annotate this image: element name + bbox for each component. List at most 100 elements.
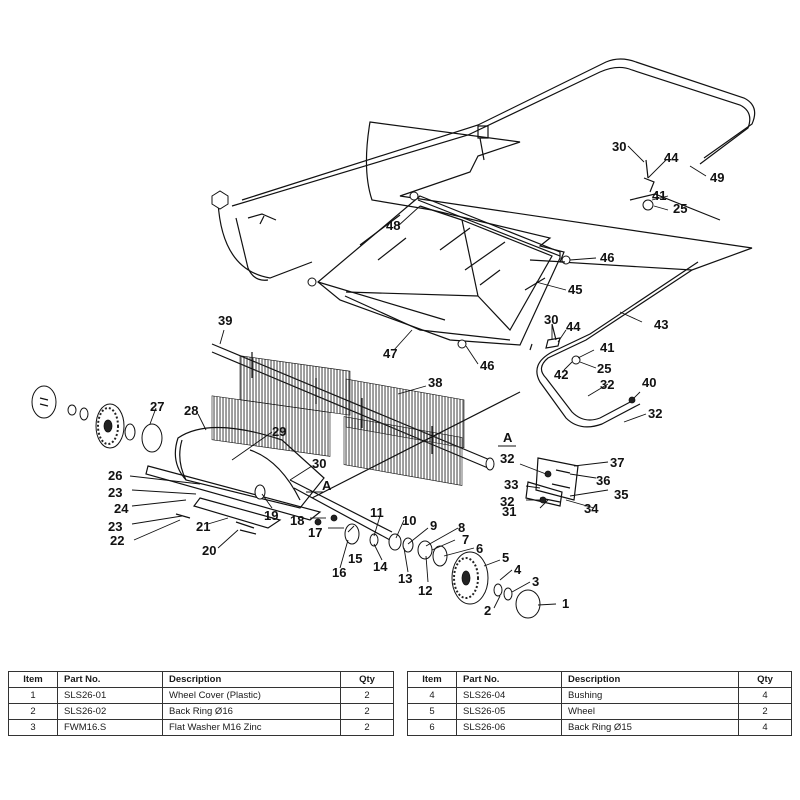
item-number: 6 (407, 719, 457, 736)
section-mark-a-left: A (322, 478, 332, 493)
callout-30: 30 (544, 312, 558, 327)
callout-20: 20 (202, 543, 216, 558)
height-bracket (525, 457, 579, 507)
callout-25: 25 (673, 201, 687, 216)
wheel-left (95, 403, 125, 449)
callout-24: 24 (114, 501, 129, 516)
exploded-parts-diagram: A A 123456789101112131415161718192021222… (31, 58, 756, 619)
header-part-no: Part No. (57, 671, 163, 688)
table-row: 4 SLS26-04 Bushing 4 (407, 687, 792, 704)
callout-35: 35 (614, 487, 628, 502)
callout-41: 41 (600, 340, 614, 355)
callout-32: 32 (500, 451, 514, 466)
callout-48: 48 (386, 218, 400, 233)
table-row: 2 SLS26-02 Back Ring Ø16 2 (8, 703, 394, 720)
callout-32: 32 (500, 494, 514, 509)
callout-44: 44 (664, 150, 679, 165)
item-number: 1 (8, 687, 58, 704)
callout-28: 28 (184, 403, 198, 418)
header-item: Item (8, 671, 58, 688)
item-number: 5 (407, 703, 457, 720)
item-number: 2 (8, 703, 58, 720)
callout-13: 13 (398, 571, 412, 586)
part-number: SLS26-05 (456, 703, 562, 720)
wheel-cover-right (515, 589, 541, 619)
callout-36: 36 (596, 473, 610, 488)
part-description: Wheel (561, 703, 739, 720)
callout-27: 27 (150, 399, 164, 414)
callout-22: 22 (110, 533, 124, 548)
callout-15: 15 (348, 551, 362, 566)
callout-5: 5 (502, 550, 509, 565)
callout-49: 49 (710, 170, 724, 185)
callout-46: 46 (600, 250, 614, 265)
item-number: 3 (8, 719, 58, 736)
callout-10: 10 (402, 513, 416, 528)
parts-table-right: Item Part No. Description Qty 4 SLS26-04… (407, 671, 792, 736)
callout-44: 44 (566, 319, 581, 334)
callout-42: 42 (554, 367, 568, 382)
parts-table-header: Item Part No. Description Qty (407, 671, 792, 688)
part-number: SLS26-06 (456, 719, 562, 736)
callout-2: 2 (484, 603, 491, 618)
callout-23: 23 (108, 485, 122, 500)
callout-30: 30 (312, 456, 326, 471)
section-mark-a-right: A (503, 430, 513, 445)
header-item: Item (407, 671, 457, 688)
wheel-right (451, 551, 489, 605)
part-number: SLS26-04 (456, 687, 562, 704)
callout-47: 47 (383, 346, 397, 361)
part-number: FWM16.S (57, 719, 163, 736)
callout-6: 6 (476, 541, 483, 556)
callout-29: 29 (272, 424, 286, 439)
callout-46: 46 (480, 358, 494, 373)
part-qty: 2 (340, 687, 394, 704)
part-description: Flat Washer M16 Zinc (162, 719, 341, 736)
callout-30: 30 (612, 139, 626, 154)
callout-34: 34 (584, 501, 599, 516)
callout-41: 41 (652, 188, 666, 203)
table-row: 6 SLS26-06 Back Ring Ø15 4 (407, 719, 792, 736)
callout-40: 40 (642, 375, 656, 390)
part-number: SLS26-01 (57, 687, 163, 704)
callout-45: 45 (568, 282, 582, 297)
brush-bristles (211, 355, 465, 486)
part-qty: 2 (340, 703, 394, 720)
table-row: 1 SLS26-01 Wheel Cover (Plastic) 2 (8, 687, 394, 704)
item-number: 4 (407, 687, 457, 704)
callout-12: 12 (418, 583, 432, 598)
brush-cover (174, 426, 325, 509)
part-qty: 2 (340, 719, 394, 736)
callout-32: 32 (600, 377, 614, 392)
callout-14: 14 (373, 559, 388, 574)
callout-32: 32 (648, 406, 662, 421)
header-part-no: Part No. (456, 671, 562, 688)
wheel-cover-left (31, 385, 57, 419)
part-qty: 4 (738, 719, 792, 736)
callout-43: 43 (654, 317, 668, 332)
frame-tube-right (540, 269, 693, 421)
callout-25: 25 (597, 361, 611, 376)
callout-37: 37 (610, 455, 624, 470)
callout-26: 26 (108, 468, 122, 483)
part-description: Back Ring Ø16 (162, 703, 341, 720)
callout-labels: 1234567891011121314151617181920212223232… (108, 139, 724, 618)
callout-8: 8 (458, 520, 465, 535)
callout-16: 16 (332, 565, 346, 580)
callout-7: 7 (462, 532, 469, 547)
callout-33: 33 (504, 477, 518, 492)
callout-3: 3 (532, 574, 539, 589)
parts-table-header: Item Part No. Description Qty (8, 671, 394, 688)
part-description: Wheel Cover (Plastic) (162, 687, 341, 704)
handle-knob-left (211, 190, 229, 210)
chassis-plate (365, 121, 753, 271)
callout-31: 31 (502, 504, 516, 519)
callout-21: 21 (196, 519, 210, 534)
callout-4: 4 (514, 562, 522, 577)
callout-17: 17 (308, 525, 322, 540)
header-description: Description (561, 671, 739, 688)
callout-19: 19 (264, 508, 278, 523)
table-row: 5 SLS26-05 Wheel 2 (407, 703, 792, 720)
callout-39: 39 (218, 313, 232, 328)
callout-9: 9 (430, 518, 437, 533)
